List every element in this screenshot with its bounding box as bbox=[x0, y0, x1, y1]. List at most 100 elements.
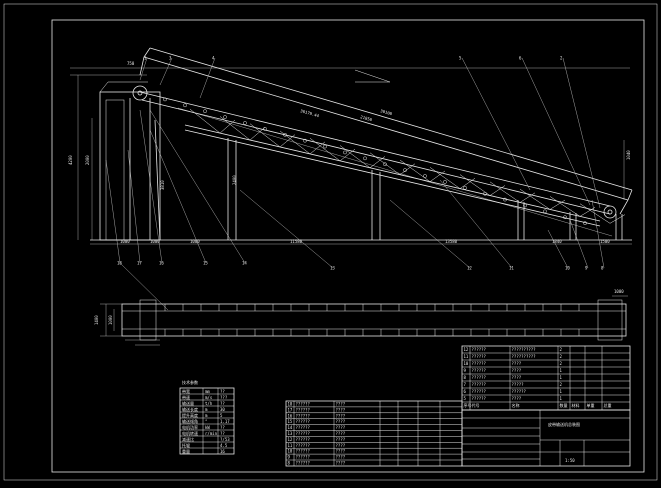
bom-right-cell: ???? bbox=[512, 396, 522, 401]
spec-row-value: ??? bbox=[220, 395, 228, 400]
bom-right-cell: ???? bbox=[512, 361, 522, 366]
bom-right-cell: 8 bbox=[464, 375, 467, 380]
bom-left-cell: ?????? bbox=[296, 413, 311, 418]
idler-roller bbox=[403, 168, 407, 172]
bom-right-cell: 12 bbox=[464, 347, 469, 352]
dim-bottom-span: 13580 bbox=[445, 239, 458, 244]
bom-left-cell: 15 bbox=[288, 419, 293, 424]
bom-right-cell: ?????? bbox=[512, 389, 527, 394]
tail-pulley bbox=[603, 205, 617, 219]
dim-belt-length: 36179.44 bbox=[300, 108, 320, 118]
bom-right-cell: ?????? bbox=[472, 361, 487, 366]
spec-row-label: 电机功率 bbox=[182, 424, 198, 430]
bom-right-table: 12????????????????211????????????????210… bbox=[461, 345, 631, 411]
idler-roller bbox=[183, 103, 187, 108]
idler-roller bbox=[363, 156, 367, 161]
bom-left-cell: ???? bbox=[336, 437, 346, 442]
bom-left-cell: ?????? bbox=[296, 455, 311, 460]
idler-roller bbox=[243, 121, 247, 125]
bom-right-cell: 6 bbox=[464, 389, 467, 394]
bom-right-cell: ?????? bbox=[472, 389, 487, 394]
spec-row-unit: m bbox=[205, 413, 208, 418]
spec-row-label: 输送长度 bbox=[182, 406, 198, 412]
support-legs bbox=[227, 138, 623, 240]
bom-header-cell: 代号 bbox=[472, 402, 480, 408]
dim-bottom-span: 1840 bbox=[552, 239, 562, 244]
plan-view: 1400 1000 1000 bbox=[94, 289, 628, 346]
bom-left-cell: 13 bbox=[288, 431, 293, 436]
part-balloon: 16 bbox=[159, 261, 164, 266]
bom-right-cell: 2 bbox=[560, 347, 563, 352]
dim-total-height: 4200 bbox=[68, 155, 73, 165]
spec-row-value: ?? bbox=[220, 425, 225, 430]
part-balloon: 2 bbox=[560, 56, 563, 61]
drawing-scale: 1:50 bbox=[565, 458, 575, 463]
bom-left-cell: ???? bbox=[336, 431, 346, 436]
idler-roller bbox=[583, 221, 587, 226]
bom-left-cell: 8 bbox=[288, 461, 291, 466]
spec-row-unit: ° bbox=[205, 419, 207, 424]
part-balloon: 18 bbox=[117, 261, 122, 266]
part-balloon: 3 bbox=[169, 56, 172, 61]
idler-roller bbox=[523, 203, 527, 208]
bom-right-cell: 11 bbox=[464, 354, 469, 359]
part-balloon: 12 bbox=[467, 266, 472, 271]
spec-row-label: 电机转速 bbox=[182, 430, 198, 436]
spec-row-label: 托辊 bbox=[182, 442, 190, 448]
bom-left-cell: 9 bbox=[288, 455, 291, 460]
spec-row-value: 30 bbox=[220, 407, 225, 412]
spec-row-label: 输送量 bbox=[182, 400, 194, 406]
bom-right-cell: 9 bbox=[464, 368, 467, 373]
bom-left-cell: 10 bbox=[288, 449, 293, 454]
incline-angle-marker bbox=[354, 69, 391, 83]
bom-left-cell: 12 bbox=[288, 437, 293, 442]
idler-roller bbox=[383, 162, 387, 167]
spec-table-title: 技术参数 bbox=[182, 379, 198, 385]
spec-row-value: 16 bbox=[220, 449, 225, 454]
bom-left-cell: ???? bbox=[336, 449, 346, 454]
bom-header-cell: 单重 bbox=[587, 402, 595, 408]
bom-left-cell: ?????? bbox=[296, 449, 311, 454]
bom-left-cell: ???? bbox=[336, 407, 346, 412]
bom-right-cell: ?????? bbox=[472, 375, 487, 380]
spec-row-value: ?? bbox=[220, 389, 225, 394]
bom-right-cell: 1 bbox=[560, 389, 563, 394]
elevation-view: 750 bbox=[68, 47, 633, 271]
bom-left-cell: ???? bbox=[336, 443, 346, 448]
bom-left-cell: ???? bbox=[336, 402, 346, 407]
spec-row-unit: r/min bbox=[205, 431, 218, 436]
bom-header-cell: 序号 bbox=[464, 402, 472, 408]
part-balloon: 15 bbox=[203, 261, 208, 266]
plan-dim-right: 1000 bbox=[614, 289, 624, 294]
bom-left-cell: ?????? bbox=[296, 407, 311, 412]
spec-row-label: 重量 bbox=[182, 448, 190, 454]
dim-length-main: 30100 bbox=[380, 108, 394, 116]
bom-left-cell: 14 bbox=[288, 425, 293, 430]
bom-right-cell: 5 bbox=[464, 396, 467, 401]
bom-left-cell: ?????? bbox=[296, 461, 311, 466]
spec-row-value: ?? bbox=[220, 431, 225, 436]
bom-left-cell: ?????? bbox=[296, 437, 311, 442]
bom-left-cell: 16 bbox=[288, 413, 293, 418]
dim-bottom-span: 1000 bbox=[190, 239, 200, 244]
spec-row-unit: kW bbox=[205, 425, 210, 430]
idler-roller bbox=[223, 115, 227, 119]
idler-roller bbox=[503, 197, 507, 202]
dim-length-inner: 21850 bbox=[360, 114, 374, 122]
idler-roller bbox=[443, 180, 447, 184]
idler-roller bbox=[263, 127, 267, 131]
plan-outline bbox=[121, 303, 627, 337]
idler-roller bbox=[303, 138, 307, 143]
dim-bottom-span: 1000 bbox=[120, 239, 130, 244]
dim-right-height: 1040 bbox=[626, 150, 631, 160]
inner-frame bbox=[51, 19, 645, 473]
part-balloon: 14 bbox=[242, 261, 247, 266]
bom-left-cell: 18 bbox=[288, 402, 293, 407]
bom-right-cell: 1 bbox=[560, 396, 563, 401]
bom-right-cell: 2 bbox=[560, 382, 563, 387]
idler-roller bbox=[423, 174, 427, 178]
idler-roller bbox=[203, 109, 207, 114]
